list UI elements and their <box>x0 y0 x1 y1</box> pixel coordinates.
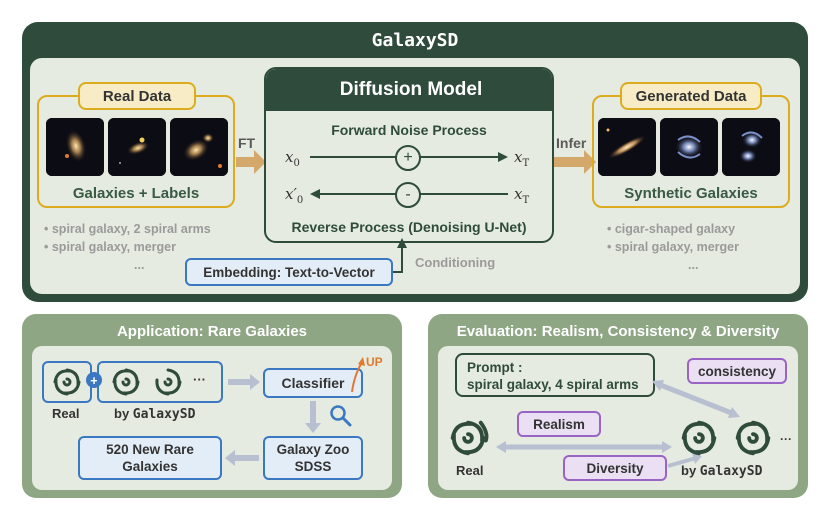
x0-symbol: x0 <box>285 148 300 169</box>
app-generated-box <box>97 361 223 403</box>
xt-symbol-forward: xT <box>514 148 530 169</box>
app-real-spiral-icon <box>49 364 85 405</box>
new-rare-galaxies-box: 520 New Rare Galaxies <box>78 436 222 480</box>
up-arrow-icon <box>351 357 365 393</box>
new-rare-line1: 520 New Rare <box>106 442 194 457</box>
real-galaxy-image-2 <box>108 118 166 176</box>
eval-by-galaxysd-label: by GalaxySD <box>681 463 763 479</box>
diffusion-model-title: Diffusion Model <box>266 69 552 111</box>
forward-process-label: Forward Noise Process <box>331 122 487 138</box>
infer-arrow <box>554 150 596 174</box>
classifier-box: Classifier <box>263 368 363 398</box>
real-label-1: • spiral galaxy, 2 spiral arms <box>44 222 211 236</box>
embedding-box: Embedding: Text-to-Vector <box>185 258 393 286</box>
galaxy-zoo-line2: SDSS <box>294 459 332 474</box>
magnifier-icon <box>330 405 352 427</box>
infer-label: Infer <box>556 135 587 151</box>
realism-box: Realism <box>517 411 601 437</box>
conditioning-label: Conditioning <box>415 255 496 270</box>
real-galaxy-image-3 <box>170 118 228 176</box>
ft-arrow <box>236 150 266 174</box>
real-data-title: Real Data <box>78 82 196 110</box>
galaxy-zoo-line1: Galaxy Zoo <box>276 442 350 457</box>
eval-real-spiral-icon <box>445 415 491 466</box>
eval-real-label: Real <box>456 463 484 478</box>
synthetic-galaxy-image-3 <box>722 118 780 176</box>
up-label: UP <box>366 355 383 369</box>
x0-prime-symbol: x′0 <box>285 185 304 206</box>
generated-data-title: Generated Data <box>620 82 762 110</box>
generated-label-3: ... <box>688 258 699 272</box>
evaluation-title: Evaluation: Realism, Consistency & Diver… <box>456 322 780 340</box>
xt-symbol-reverse: xT <box>514 185 530 206</box>
real-galaxy-image-1 <box>46 118 104 176</box>
app-arrow-to-zoo <box>305 401 321 433</box>
app-arrow-to-classifier <box>228 374 260 390</box>
real-data-caption: Galaxies + Labels <box>72 184 200 202</box>
ft-label: FT <box>238 135 256 151</box>
consistency-arrow <box>652 380 740 418</box>
realism-arrow <box>496 441 672 453</box>
synthetic-galaxy-image-2 <box>660 118 718 176</box>
eval-generated-spiral-icon-1 <box>676 415 722 466</box>
application-title: Application: Rare Galaxies <box>116 322 308 340</box>
generated-label-2: • spiral galaxy, merger <box>607 240 739 254</box>
prompt-label: Prompt : <box>467 360 523 375</box>
reverse-process-label: Reverse Process (Denoising U-Net) <box>291 219 527 235</box>
galaxy-zoo-box: Galaxy Zoo SDSS <box>263 436 363 480</box>
diversity-box: Diversity <box>563 455 667 481</box>
eval-generated-spiral-icon-2 <box>730 415 776 466</box>
panel-title: GalaxySD <box>371 29 459 51</box>
app-arrow-to-new <box>225 450 259 466</box>
new-rare-line2: Galaxies <box>122 459 178 474</box>
diversity-arrow <box>667 453 702 468</box>
real-label-2: • spiral galaxy, merger <box>44 240 176 254</box>
synthetic-galaxy-image-1 <box>598 118 656 176</box>
denoise-node: - <box>395 182 421 208</box>
consistency-box: consistency <box>687 358 787 384</box>
app-by-galaxysd-label: by GalaxySD <box>114 406 196 422</box>
noise-add-node: + <box>395 145 421 171</box>
app-real-label: Real <box>52 406 80 421</box>
app-ellipsis: ··· <box>193 372 206 387</box>
prompt-text: spiral galaxy, 4 spiral arms <box>467 377 639 392</box>
app-generated-spiral-icon-2 <box>150 364 186 405</box>
prompt-box: Prompt : spiral galaxy, 4 spiral arms <box>455 353 655 397</box>
app-generated-spiral-icon-1 <box>108 364 144 405</box>
eval-ellipsis: ··· <box>780 432 792 446</box>
real-label-3: ... <box>134 258 145 272</box>
generated-data-caption: Synthetic Galaxies <box>624 184 758 202</box>
conditioning-arrow <box>393 238 407 273</box>
generated-label-1: • cigar-shaped galaxy <box>607 222 736 236</box>
